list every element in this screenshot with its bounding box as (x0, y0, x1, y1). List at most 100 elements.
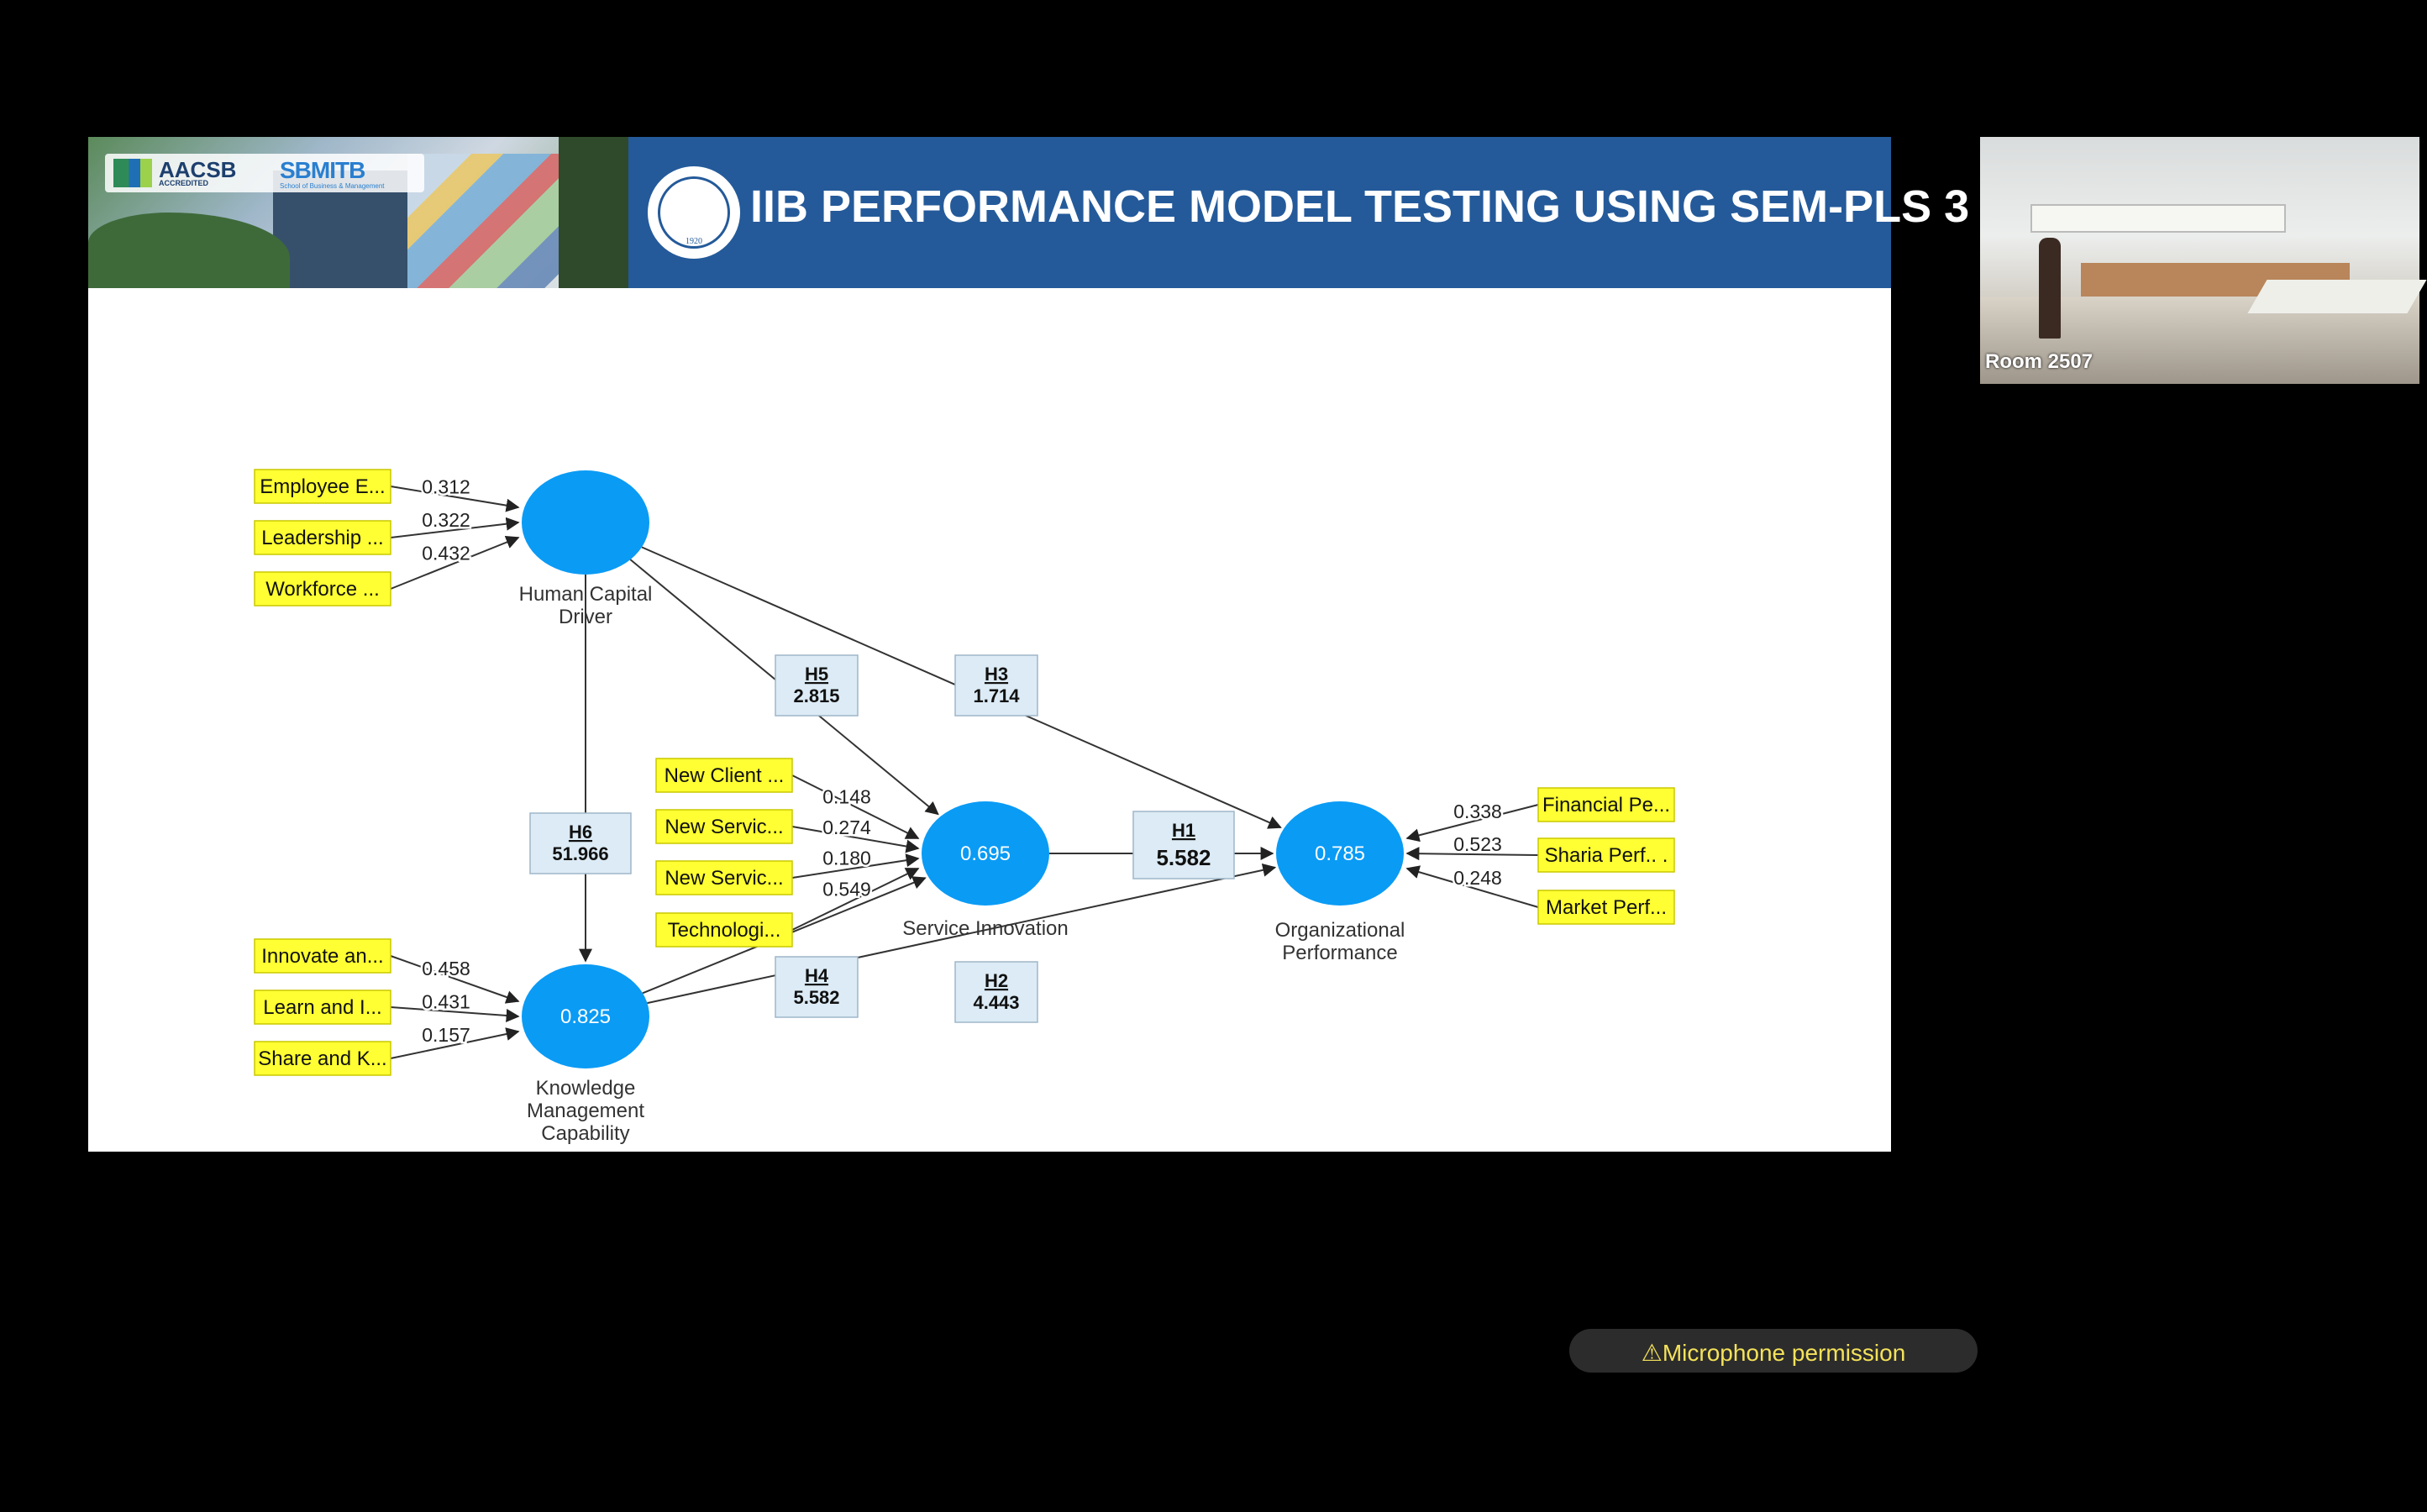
indicator-weight: 0.157 (422, 1024, 470, 1046)
itb-seal-icon: 1920 (648, 166, 740, 259)
hypothesis-label: H6 (569, 822, 592, 843)
indicator-label: New Servic... (665, 867, 783, 890)
indicator-background (655, 809, 793, 844)
construct-circle (1276, 801, 1404, 906)
construct-r-squared: 0.825 (560, 1005, 611, 1028)
sbm-itb-subtitle: School of Business & Management (280, 182, 385, 190)
indicator-weight: 0.322 (422, 509, 470, 531)
aacsb-accredited-text: ACCREDITED (159, 179, 209, 187)
path-box-background (1132, 811, 1235, 879)
outer-loading-arrow (390, 955, 520, 1004)
construct-label: Management (527, 1100, 644, 1122)
indicator-label: Innovate an... (261, 945, 383, 968)
indicator-background (254, 520, 391, 555)
indicator-weight: 0.338 (1453, 801, 1502, 822)
indicator-box: New Servic... (655, 809, 793, 844)
construct-r-squared: 0.695 (960, 843, 1011, 865)
outer-loading-arrow (1405, 865, 1539, 908)
aacsb-logo-text: AACSB (159, 157, 237, 182)
indicator-box: New Servic... (655, 860, 793, 895)
indicator-weight: 0.523 (1453, 833, 1502, 855)
indicator-box: Leadership ... (254, 520, 391, 555)
path-value: 4.443 (973, 992, 1019, 1013)
indicator-box: Learn and I... (254, 990, 391, 1025)
construct-circle (522, 964, 649, 1068)
indicator-weight: 0.248 (1453, 867, 1502, 889)
path-arrow-h2 (647, 863, 1277, 1005)
indicator-label: Workforce ... (265, 578, 380, 601)
path-value: 1.714 (973, 685, 1020, 706)
indicator-label: Share and K... (258, 1047, 386, 1070)
path-box-background (954, 654, 1038, 717)
indicator-box: Sharia Perf.. . (1537, 837, 1675, 873)
slide-banner: AACSB ACCREDITED SBMITB School of Busine… (88, 137, 1969, 288)
hypothesis-label: H5 (805, 664, 828, 685)
outer-loading-arrow (791, 774, 920, 839)
indicator-background (1537, 787, 1675, 822)
indicator-background (254, 938, 391, 974)
presentation-slide: AACSB ACCREDITED SBMITB School of Busine… (88, 137, 1969, 1152)
path-value: 5.582 (1156, 845, 1211, 870)
indicator-weight: 0.432 (422, 543, 470, 564)
indicator-weight: 0.458 (422, 958, 470, 979)
accreditation-logos: AACSB ACCREDITED SBMITB School of Busine… (105, 154, 424, 192)
indicator-label: Leadership ... (261, 527, 383, 549)
video-tile-name: Room 2507 (1985, 350, 2093, 373)
construct-label: Human Capital (519, 583, 653, 606)
indicator-box: Workforce ... (254, 571, 391, 606)
sbm-itb-logo: SBMITB (280, 157, 365, 183)
construct-label: Capability (541, 1122, 629, 1145)
microphone-permission-text: ⚠Microphone permission (1641, 1340, 1906, 1366)
construct-r-squared: 0.785 (1315, 843, 1365, 865)
indicator-label: Market Perf... (1546, 896, 1667, 919)
hypothesis-label: H1 (1172, 820, 1195, 841)
indicator-label: New Servic... (665, 816, 783, 838)
outer-loading-arrow (791, 853, 920, 879)
indicator-weight: 0.148 (822, 786, 871, 808)
outer-loading-arrow (390, 1027, 520, 1059)
indicator-background (1537, 890, 1675, 925)
construct-circle (922, 801, 1049, 906)
participant-video-tile[interactable]: Room 2507 (1980, 137, 2427, 384)
indicator-box: Technologi... (655, 912, 793, 948)
indicator-label: Sharia Perf.. . (1545, 844, 1668, 867)
hypothesis-label: H2 (985, 970, 1008, 991)
banner-title-area (628, 137, 1891, 288)
microphone-permission-toast[interactable]: ⚠Microphone permission (1569, 1329, 1978, 1373)
outer-loading-arrow (390, 1006, 520, 1022)
indicator-label: Technologi... (668, 919, 781, 942)
path-value: 5.582 (793, 987, 839, 1008)
indicator-background (254, 1041, 391, 1076)
construct-circle (522, 470, 649, 575)
indicator-weight: 0.312 (422, 476, 470, 498)
path-box-background (954, 961, 1038, 1023)
sem-path-diagram: 0.3120.3220.4320.1480.2740.1800.5490.458… (254, 469, 1675, 1145)
construct-label: Driver (559, 606, 612, 628)
indicator-box: Financial Pe... (1537, 787, 1675, 822)
indicator-background (254, 469, 391, 504)
hypothesis-label: H4 (805, 965, 829, 986)
path-coefficient-box-h3: H31.714 (954, 654, 1038, 717)
construct-label: Performance (1282, 942, 1397, 964)
campus-building-photo: AACSB ACCREDITED SBMITB School of Busine… (88, 137, 628, 288)
seal-year: 1920 (686, 237, 702, 246)
path-box-background (775, 654, 859, 717)
aacsb-logo-icon (113, 159, 152, 187)
indicator-label: Employee E... (260, 475, 385, 498)
path-coefficient-box-h5: H52.815 (775, 654, 859, 717)
indicator-background (655, 912, 793, 948)
outer-loading-arrow (1405, 804, 1539, 843)
indicator-box: New Client ... (655, 758, 793, 793)
path-coefficient-box-h4: H45.582 (775, 956, 859, 1018)
outer-loading-arrow (791, 868, 920, 931)
outer-loading-arrow (791, 826, 920, 853)
indicator-background (655, 860, 793, 895)
construct-label: Service Innovation (902, 917, 1068, 940)
indicator-label: New Client ... (665, 764, 785, 787)
indicator-box: Share and K... (254, 1041, 391, 1076)
path-value: 51.966 (552, 843, 608, 864)
